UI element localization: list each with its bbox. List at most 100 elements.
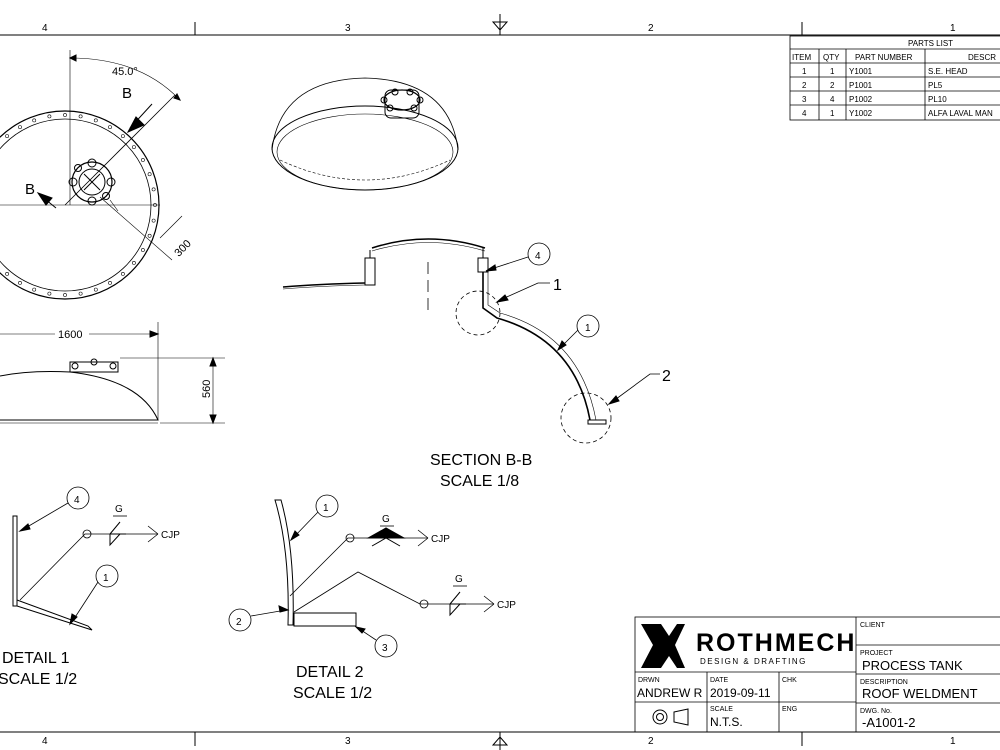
- section-view: [282, 238, 660, 444]
- radius-dimension: 300: [172, 238, 193, 259]
- parts-row-1-part: Y1001: [849, 67, 873, 76]
- detail-2-view: [228, 494, 495, 658]
- section-mark-b-left: B: [25, 181, 35, 198]
- description-label: DESCRIPTION: [860, 679, 908, 686]
- detail2-scale: SCALE 1/2: [293, 685, 372, 702]
- detail2-weld-cjp-2: CJP: [497, 600, 516, 611]
- detail2-balloon-1: 1: [323, 503, 329, 514]
- company-tagline: DESIGN & DRAFTING: [700, 657, 807, 666]
- parts-row-3-part: P1002: [849, 95, 873, 104]
- bolt-hole: [151, 187, 156, 192]
- height-dimension: 560: [201, 380, 213, 398]
- bolt-hole: [47, 291, 52, 296]
- company-name: ROTHMECH: [696, 629, 856, 657]
- top-view: [0, 50, 183, 300]
- detail-1-view: [12, 486, 159, 631]
- detail1-weld-g: G: [115, 504, 123, 515]
- zone-top-2: 2: [648, 23, 654, 34]
- check-label: CHK: [782, 677, 797, 684]
- parts-row-4-item: 4: [802, 109, 807, 118]
- section-mark-b-upper: B: [122, 85, 132, 102]
- parts-row-1-desc: S.E. HEAD: [928, 67, 968, 76]
- bolt-hole: [151, 218, 156, 223]
- detail1-weld-cjp: CJP: [161, 530, 180, 541]
- zone-bottom-3: 3: [345, 736, 351, 747]
- bolt-hole: [47, 114, 52, 119]
- project-label: PROJECT: [860, 650, 893, 657]
- bolt-hole: [93, 118, 98, 123]
- bolt-hole: [78, 291, 83, 296]
- date-value: 2019-09-11: [710, 686, 771, 700]
- bolt-hole: [32, 118, 37, 123]
- detail2-weld-cjp-1: CJP: [431, 534, 450, 545]
- parts-row-3-item: 3: [802, 95, 807, 104]
- drawn-label: DRWN: [638, 677, 660, 684]
- parts-list-table: [789, 35, 1000, 121]
- bolt-hole: [147, 233, 152, 238]
- detail-callout-1: 1: [553, 277, 562, 294]
- bolt-hole: [108, 280, 112, 285]
- dwg-label: DWG. No.: [860, 708, 892, 715]
- projection-symbol-icon: [652, 708, 689, 726]
- bolt-hole: [131, 260, 136, 265]
- bolt-hole: [18, 125, 22, 130]
- bolt-hole: [32, 287, 37, 292]
- scale-label: SCALE: [710, 706, 733, 713]
- bolt-hole: [63, 113, 67, 117]
- parts-row-1-item: 1: [802, 67, 807, 76]
- scale-value: N.T.S.: [710, 715, 743, 729]
- parts-row-4-desc: ALFA LAVAL MAN: [928, 109, 993, 118]
- zone-bottom-2: 2: [648, 736, 654, 747]
- detail2-title: DETAIL 2: [296, 664, 364, 681]
- detail-callout-2: 2: [662, 368, 671, 385]
- parts-row-4-part: Y1002: [849, 109, 873, 118]
- client-label: CLIENT: [860, 622, 886, 629]
- bolt-hole: [78, 114, 83, 119]
- parts-header-qty: QTY: [823, 53, 840, 62]
- zone-bottom-1: 1: [950, 736, 956, 747]
- detail1-balloon-4: 4: [74, 495, 80, 506]
- section-balloon-1: 1: [585, 323, 591, 334]
- dwg-number: -A1001-2: [862, 715, 915, 730]
- parts-header-description: DESCR: [968, 53, 996, 62]
- bolt-hole: [131, 145, 136, 150]
- parts-list-title: PARTS LIST: [908, 39, 953, 48]
- bolt-hole: [5, 134, 10, 139]
- detail2-balloon-2: 2: [236, 617, 242, 628]
- parts-row-2-part: P1001: [849, 81, 873, 90]
- bolt-hole: [93, 287, 98, 292]
- parts-row-2-qty: 2: [830, 81, 835, 90]
- isometric-view: [271, 77, 459, 191]
- zone-top-3: 3: [345, 23, 351, 34]
- bolt-hole: [5, 271, 10, 276]
- bolt-hole: [63, 293, 67, 297]
- drawn-value: ANDREW R: [637, 686, 703, 700]
- section-scale: SCALE 1/8: [440, 473, 519, 490]
- bolt-hole: [140, 248, 145, 252]
- width-dimension-mask: [55, 327, 89, 341]
- detail2-weld-g-2: G: [455, 574, 463, 585]
- width-dimension: 1600: [58, 329, 82, 341]
- section-title: SECTION B-B: [430, 452, 532, 469]
- detail2-balloon-3: 3: [382, 643, 388, 654]
- flange-bolt-holes: [5, 113, 157, 297]
- parts-row-3-desc: PL10: [928, 95, 947, 104]
- detail1-title: DETAIL 1: [2, 650, 70, 667]
- parts-row-3-qty: 4: [830, 95, 835, 104]
- eng-label: ENG: [782, 706, 797, 713]
- bolt-hole: [121, 134, 125, 139]
- bolt-hole: [18, 280, 22, 285]
- title-block: [634, 616, 1000, 733]
- rothmech-logo-mark: [641, 624, 685, 668]
- date-label: DATE: [710, 677, 728, 684]
- parts-row-4-qty: 1: [830, 109, 835, 118]
- angle-dimension: 45.0°: [112, 66, 138, 78]
- zone-bottom-4: 4: [42, 736, 48, 747]
- zone-top-4: 4: [42, 23, 48, 34]
- bolt-hole: [121, 271, 125, 276]
- front-view: [0, 322, 225, 425]
- zone-top-1: 1: [950, 23, 956, 34]
- detail1-scale: SCALE 1/2: [0, 671, 77, 688]
- section-balloon-4: 4: [535, 251, 541, 262]
